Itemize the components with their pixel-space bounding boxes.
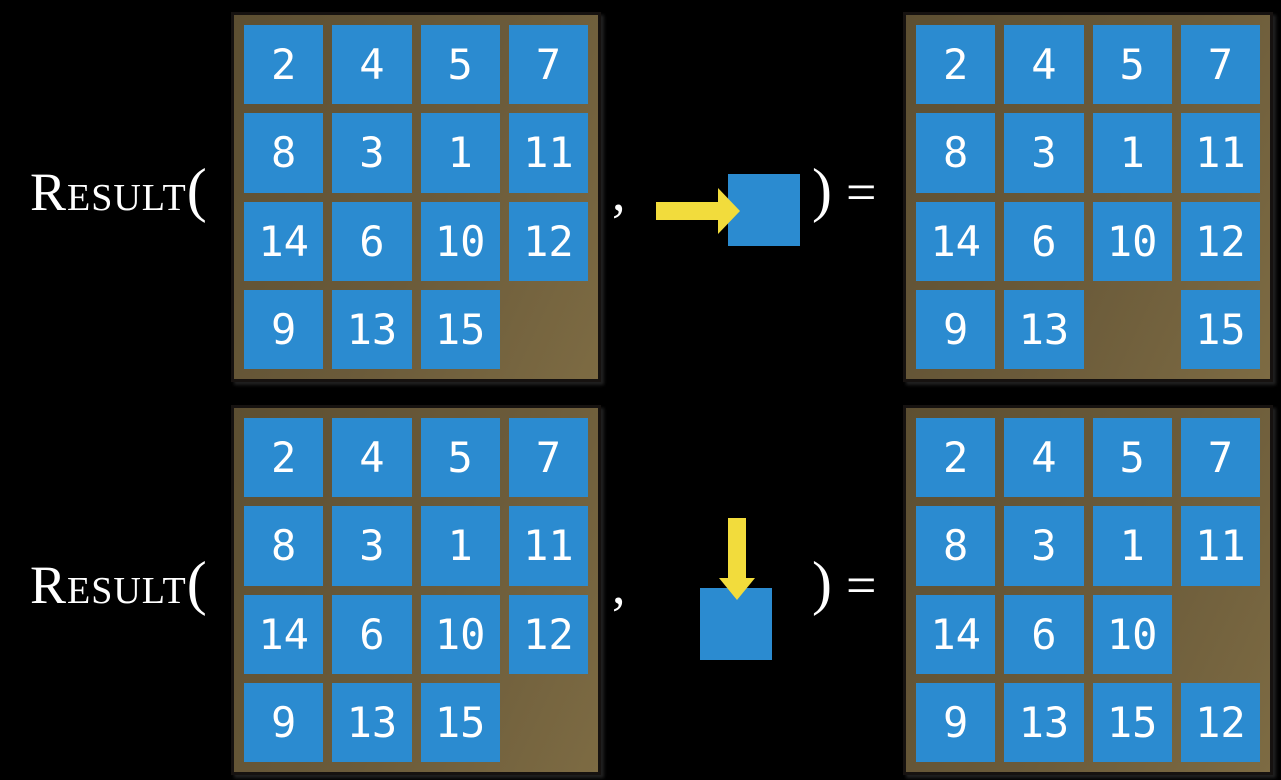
- blank-cell: [509, 683, 588, 762]
- function-name: Result: [30, 162, 187, 222]
- tile-15: 15: [420, 682, 500, 762]
- tile-4: 4: [1004, 418, 1084, 498]
- close-paren: ): [812, 157, 832, 223]
- tile-10: 10: [420, 594, 500, 674]
- tile-4: 4: [332, 25, 412, 105]
- tile-15: 15: [1180, 289, 1260, 369]
- tile-9: 9: [244, 682, 324, 762]
- tile-11: 11: [508, 113, 588, 193]
- tile-3: 3: [1004, 506, 1084, 586]
- tile-5: 5: [420, 418, 500, 498]
- right-arrow-icon: [656, 188, 740, 234]
- tile-4: 4: [332, 418, 412, 498]
- tile-12: 12: [508, 201, 588, 281]
- tile-5: 5: [1092, 418, 1172, 498]
- tile-1: 1: [1092, 113, 1172, 193]
- tile-8: 8: [244, 506, 324, 586]
- close-paren-equals: )=: [812, 553, 877, 615]
- blank-cell: [1181, 595, 1260, 674]
- open-paren: (: [186, 550, 208, 616]
- tile-4: 4: [1004, 25, 1084, 105]
- tile-9: 9: [916, 682, 996, 762]
- tile-3: 3: [332, 113, 412, 193]
- tile-7: 7: [508, 418, 588, 498]
- tile-9: 9: [244, 289, 324, 369]
- tile-2: 2: [244, 418, 324, 498]
- action-tile-square: [728, 174, 800, 246]
- blank-cell: [1093, 290, 1172, 369]
- result-function-label: Result(: [30, 553, 208, 615]
- tile-6: 6: [1004, 201, 1084, 281]
- argument-comma: ,: [612, 555, 626, 615]
- tile-14: 14: [244, 201, 324, 281]
- tile-11: 11: [508, 506, 588, 586]
- tile-13: 13: [1004, 289, 1084, 369]
- equals-sign: =: [845, 555, 877, 615]
- blank-cell: [509, 290, 588, 369]
- tile-6: 6: [332, 201, 412, 281]
- tile-10: 10: [420, 201, 500, 281]
- tile-8: 8: [916, 113, 996, 193]
- tile-2: 2: [916, 418, 996, 498]
- tile-6: 6: [332, 594, 412, 674]
- equals-sign: =: [845, 162, 877, 222]
- tile-13: 13: [332, 682, 412, 762]
- tile-11: 11: [1180, 506, 1260, 586]
- tile-6: 6: [1004, 594, 1084, 674]
- tile-1: 1: [420, 506, 500, 586]
- tile-14: 14: [244, 594, 324, 674]
- tile-5: 5: [1092, 25, 1172, 105]
- tile-14: 14: [916, 594, 996, 674]
- tile-8: 8: [916, 506, 996, 586]
- tile-10: 10: [1092, 201, 1172, 281]
- tile-14: 14: [916, 201, 996, 281]
- open-paren: (: [186, 157, 208, 223]
- tile-3: 3: [332, 506, 412, 586]
- argument-comma: ,: [612, 162, 626, 222]
- tile-12: 12: [508, 594, 588, 674]
- tile-12: 12: [1180, 201, 1260, 281]
- tile-13: 13: [332, 289, 412, 369]
- function-name: Result: [30, 555, 187, 615]
- tile-1: 1: [1092, 506, 1172, 586]
- tile-3: 3: [1004, 113, 1084, 193]
- tile-7: 7: [1180, 418, 1260, 498]
- tile-13: 13: [1004, 682, 1084, 762]
- close-paren: ): [812, 550, 832, 616]
- down-arrow-icon: [719, 518, 755, 600]
- action-tile-square: [700, 588, 772, 660]
- result-function-label: Result(: [30, 160, 208, 222]
- tile-5: 5: [420, 25, 500, 105]
- tile-2: 2: [244, 25, 324, 105]
- tile-15: 15: [420, 289, 500, 369]
- tile-10: 10: [1092, 594, 1172, 674]
- tile-12: 12: [1180, 682, 1260, 762]
- tile-11: 11: [1180, 113, 1260, 193]
- tile-9: 9: [916, 289, 996, 369]
- tile-7: 7: [1180, 25, 1260, 105]
- tile-8: 8: [244, 113, 324, 193]
- tile-7: 7: [508, 25, 588, 105]
- tile-2: 2: [916, 25, 996, 105]
- tile-15: 15: [1092, 682, 1172, 762]
- tile-1: 1: [420, 113, 500, 193]
- close-paren-equals: )=: [812, 160, 877, 222]
